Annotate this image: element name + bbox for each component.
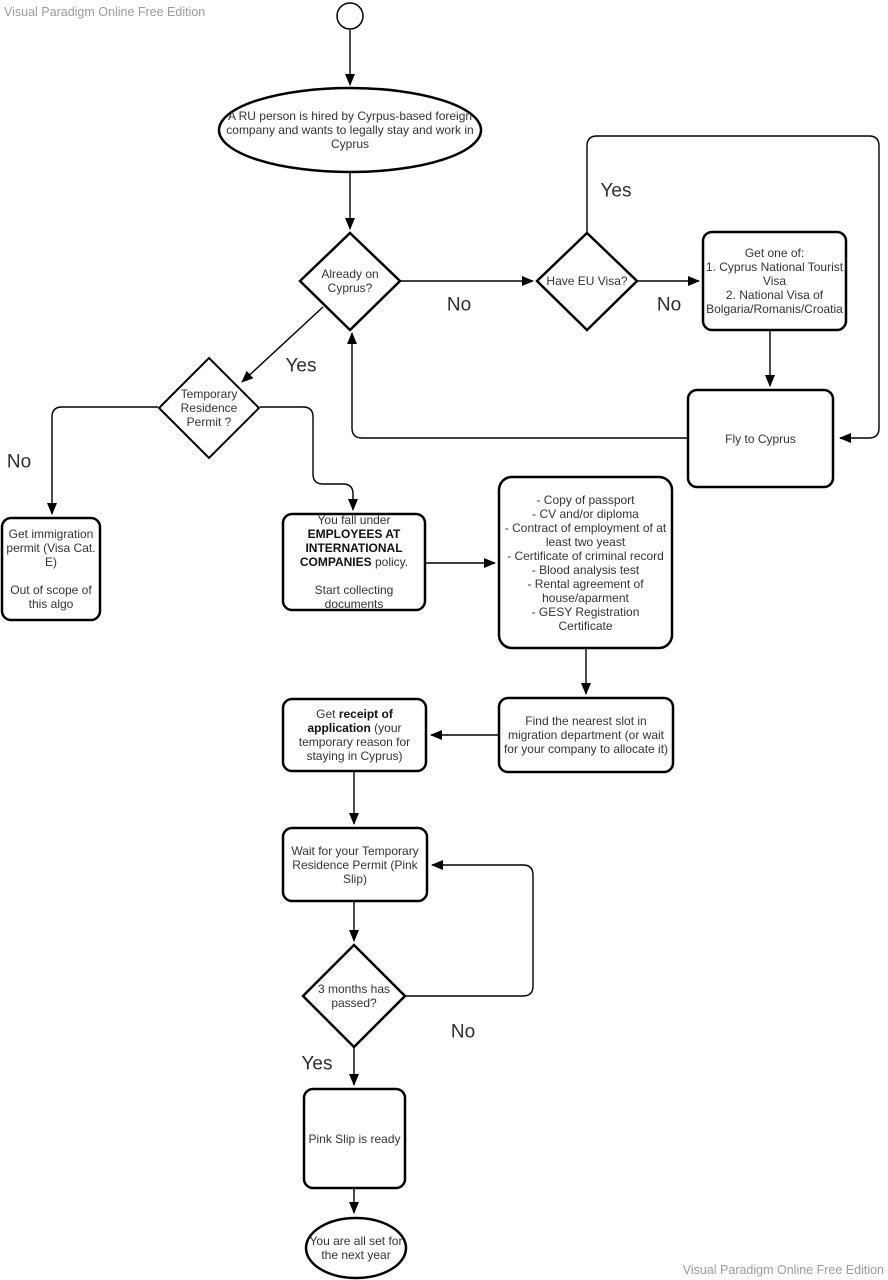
edge-label-already-no: No [446, 294, 472, 316]
three-months-label: 3 months has passed? [317, 982, 391, 1010]
watermark-bottom-right: Visual Paradigm Online Free Edition [682, 1263, 884, 1277]
have-eu-visa-decision-shape [535, 231, 639, 332]
documents-node-shape [497, 475, 674, 650]
end-node-shape [304, 1216, 408, 1280]
edge-label-trp-no: No [6, 451, 32, 473]
get-visa-node-shape [701, 230, 848, 332]
wait-permit-label: Wait for your Temporary Residence Permit… [291, 843, 419, 886]
immigration-permit-label: Get immigration permit (Visa Cat. E) Out… [6, 527, 96, 611]
documents-label: - Copy of passport - CV and/or diploma -… [504, 492, 667, 633]
start-node [336, 2, 364, 30]
wait-permit-node-shape [281, 826, 429, 903]
edge-label-months-no: No [450, 1021, 476, 1043]
trp-decision-shape [157, 356, 261, 460]
immigration-permit-node-shape [0, 516, 102, 622]
get-visa-label: Get one of: 1. Cyprus National Tourist V… [705, 246, 844, 316]
hired-node-label: A RU person is hired by Cyrpus-based for… [226, 109, 474, 151]
policy-label: You fall under EMPLOYEES AT INTERNATIONA… [299, 513, 409, 611]
have-eu-visa-label: Have EU Visa? [546, 274, 628, 288]
edge-label-already-yes: Yes [285, 355, 317, 377]
three-months-decision-shape [301, 943, 407, 1049]
fly-to-cyprus-label: Fly to Cyprus [725, 431, 796, 446]
connectors-group [47, 30, 880, 1214]
fly-to-cyprus-node-shape [686, 388, 835, 489]
policy-node-shape [281, 512, 427, 612]
hired-node-shape [217, 86, 483, 174]
receipt-label: Get receipt of application (your tempora… [298, 707, 411, 763]
find-slot-node-shape [497, 696, 675, 774]
connector-months-no-to-wait [406, 860, 534, 997]
already-on-cyprus-label: Already on Cyprus? [321, 267, 379, 295]
connector-fly-to-already [347, 332, 688, 439]
trp-label: Temporary Residence Permit ? [180, 387, 238, 429]
watermark-top-left: Visual Paradigm Online Free Edition [4, 5, 206, 19]
edge-label-months-yes: Yes [301, 1053, 333, 1075]
connector-already-yes-to-trp [241, 306, 324, 383]
edge-label-euvisa-yes: Yes [600, 180, 632, 202]
find-slot-label: Find the nearest slot in migration depar… [503, 714, 669, 756]
pink-slip-label: Pink Slip is ready [308, 1131, 401, 1146]
receipt-node-shape [281, 697, 428, 773]
edge-label-euvisa-no: No [656, 294, 682, 316]
connector-trp-no-to-immigration [47, 406, 158, 515]
connector-trp-yes-to-policy [260, 406, 358, 511]
already-on-cyprus-decision-shape [298, 231, 402, 332]
end-label: You are all set for the next year [309, 1234, 403, 1262]
pink-slip-node-shape [302, 1087, 407, 1190]
connector-euvisa-yes-to-fly [586, 135, 880, 443]
